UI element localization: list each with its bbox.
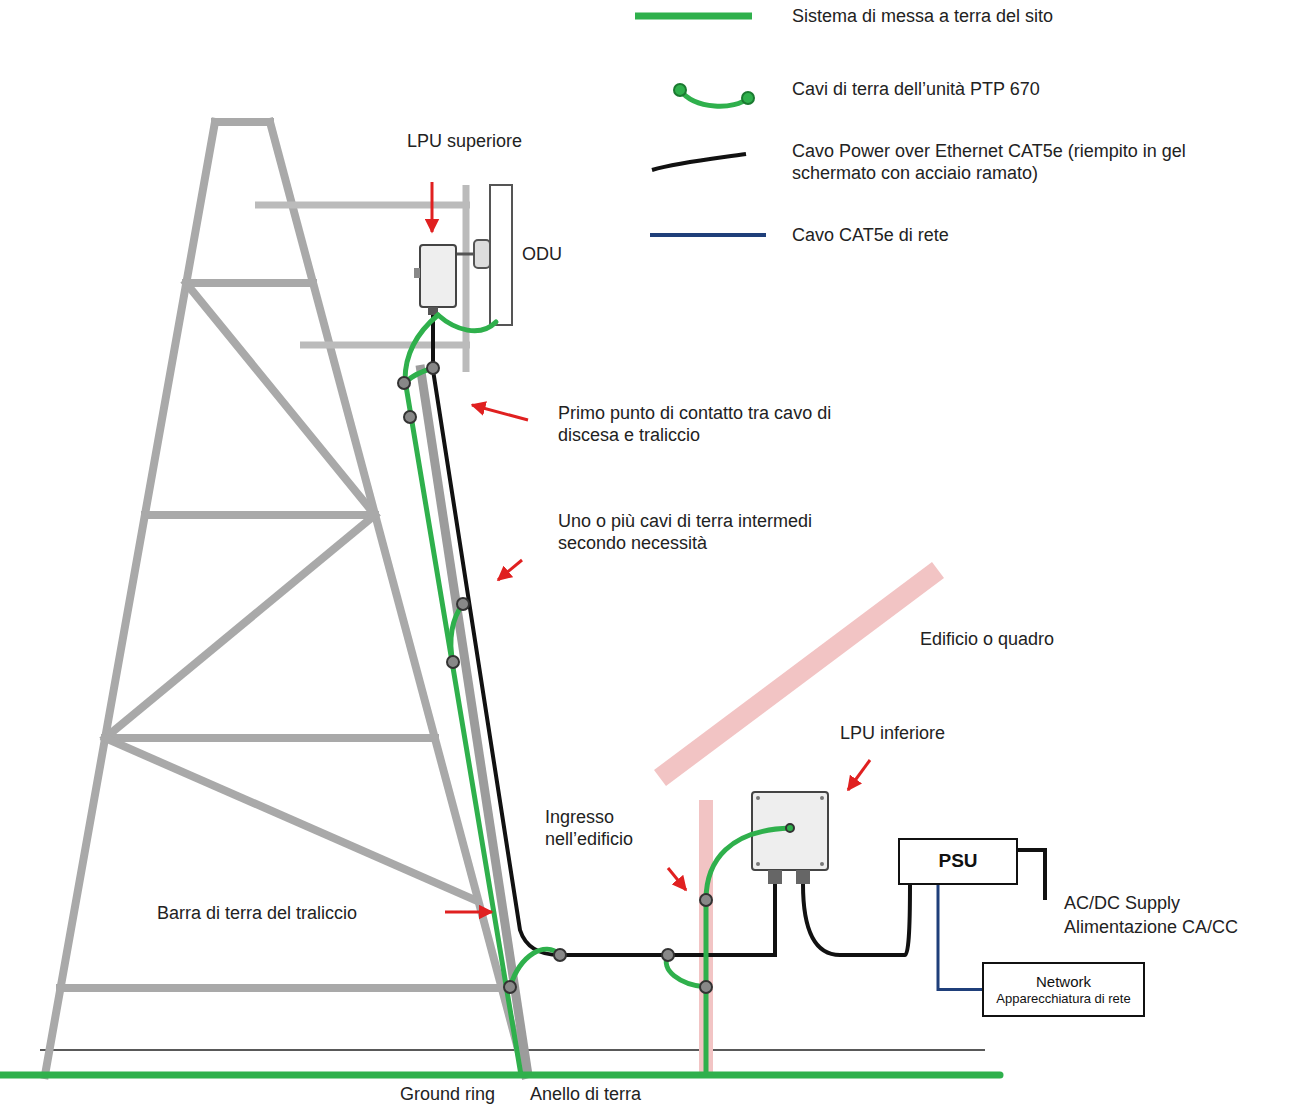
tower-ground-bar (420, 365, 528, 1075)
cable-clamp (398, 362, 794, 993)
lower-lpu (756, 796, 760, 800)
upper-lpu (420, 245, 456, 307)
cable-clamp (504, 981, 516, 993)
cable-clamp (786, 824, 794, 832)
lattice-tower (45, 122, 215, 1075)
legend-sample (650, 233, 766, 237)
ground-ring-label: Anello di terra (528, 1083, 643, 1105)
lower-lpu (768, 870, 782, 884)
ground-ring-label: Ground ring (398, 1083, 497, 1105)
grounding-cables (0, 1072, 1000, 1079)
grounding-cables (510, 949, 560, 987)
legend-sample (742, 92, 754, 104)
cable-clamp (427, 362, 439, 374)
upper-lpu (414, 245, 456, 315)
legend-text: Cavo CAT5e di rete (792, 224, 1202, 246)
legend-text: Sistema di messa a terra del sito (792, 5, 1202, 27)
poe-cable (1018, 850, 1045, 900)
odu-antenna (455, 253, 474, 256)
part-label: ODU (520, 243, 564, 265)
callout-arrow (848, 760, 870, 790)
cable-clamp (457, 598, 469, 610)
lower-lpu (820, 796, 824, 800)
cable-clamp (447, 656, 459, 668)
legend-sample (680, 90, 748, 106)
building-outline (699, 800, 713, 1075)
callout-label: Uno o più cavi di terra intermedi second… (556, 510, 830, 554)
lattice-tower (105, 515, 375, 738)
lattice-tower (270, 122, 525, 1075)
lattice-tower (60, 984, 502, 992)
callout-label: Primo punto di contatto tra cavo di disc… (556, 402, 860, 446)
mounting-bracket (255, 185, 470, 372)
odu-antenna (455, 185, 512, 325)
network-cable (938, 885, 982, 990)
network-equipment-box: NetworkApparecchiatura di rete (982, 962, 1145, 1017)
lattice-tower (145, 511, 375, 519)
callout-arrow (668, 868, 686, 890)
odu-antenna (474, 240, 490, 268)
lower-lpu (796, 870, 810, 884)
lower-lpu (820, 862, 824, 866)
cable-clamp (662, 949, 674, 961)
grounding-cables (0, 315, 1000, 1075)
mounting-bracket (300, 342, 470, 349)
legend-sample (635, 13, 752, 20)
grounding-cables (405, 315, 521, 1075)
odu-antenna (490, 185, 512, 325)
cable-clamp (700, 894, 712, 906)
legend-text: Cavi di terra dell’unità PTP 670 (792, 78, 1202, 100)
callout-arrow (445, 911, 492, 914)
cable-clamp (404, 411, 416, 423)
lower-lpu (756, 862, 760, 866)
legend-sample (652, 154, 746, 170)
callout-label: Ingresso nell’edificio (543, 806, 672, 850)
lattice-tower (105, 734, 435, 742)
cable-clamp (700, 981, 712, 993)
callout-arrow (432, 182, 870, 912)
mounting-bracket (463, 185, 470, 372)
building-outline (660, 570, 938, 1075)
grounding-cables (438, 315, 496, 331)
callout-arrow (472, 405, 528, 420)
callout-arrow (498, 560, 522, 580)
poe-cable (803, 884, 910, 955)
building-outline (660, 570, 938, 778)
callout-arrow (431, 182, 434, 232)
upper-lpu (414, 268, 420, 278)
callout-label: Edificio o quadro (918, 628, 1056, 650)
lattice-tower (105, 738, 475, 900)
box-text: Apparecchiatura di rete (996, 991, 1130, 1007)
callout-label: LPU inferiore (838, 722, 947, 744)
box-text: PSU (938, 850, 977, 873)
callout-label: LPU superiore (405, 130, 524, 152)
grounding-cables (706, 828, 790, 900)
supply-label: AC/DC Supply (1062, 892, 1182, 914)
cable-clamp (398, 377, 410, 389)
box-text: Network (1036, 973, 1091, 991)
supply-label: Alimentazione CA/CC (1062, 916, 1240, 938)
lower-lpu (752, 792, 828, 884)
mounting-bracket (255, 202, 470, 209)
cable-clamp (554, 949, 566, 961)
lattice-tower (186, 283, 375, 515)
callout-label: Barra di terra del traliccio (155, 902, 359, 924)
legend-sample (674, 84, 686, 96)
legend-sample (635, 16, 766, 235)
grounding-cables (451, 604, 463, 662)
legend-text: Cavo Power over Ethernet CAT5e (riempito… (792, 140, 1202, 184)
psu-box: PSU (898, 838, 1018, 885)
lattice-tower (215, 118, 270, 126)
ground-surface (40, 1049, 985, 1051)
lattice-tower (186, 279, 313, 287)
